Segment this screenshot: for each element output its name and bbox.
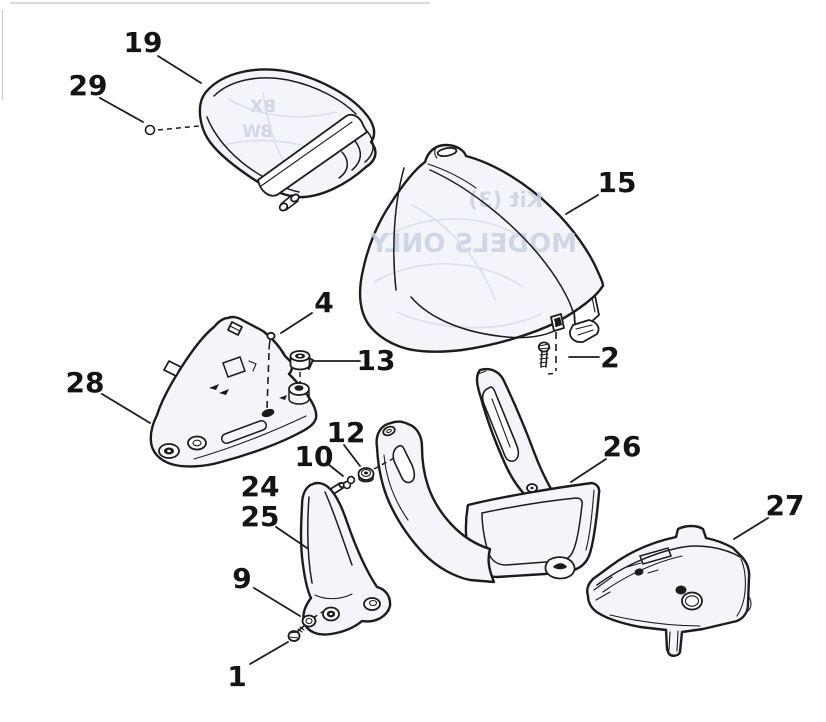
leader-4 <box>280 312 313 334</box>
callout-12: 12 <box>327 416 366 449</box>
part-main-seat: Kit (3) MODELS ONLY <box>358 143 605 353</box>
leader-15 <box>565 194 599 215</box>
leader-29 <box>99 97 144 123</box>
callout-15: 15 <box>598 166 637 199</box>
screw-4 <box>266 331 276 409</box>
callout-24: 24 <box>241 470 280 503</box>
callout-2: 2 <box>600 341 619 374</box>
watermark-models-only: MODELS ONLY <box>369 229 577 259</box>
leader-28 <box>101 393 151 424</box>
callout-13: 13 <box>357 344 396 377</box>
leader-1 <box>249 641 289 665</box>
part-seat-mount-tab <box>569 290 600 344</box>
washer-9 <box>301 610 325 628</box>
callout-9: 9 <box>232 562 251 595</box>
grommet-13 <box>289 350 311 384</box>
bolt-1 <box>287 624 306 642</box>
leader-12 <box>343 444 361 467</box>
callout-28: 28 <box>66 366 105 399</box>
screw-2 <box>537 320 558 375</box>
part-support-bracket <box>375 367 601 584</box>
leader-25 <box>275 526 308 549</box>
washer-10 <box>342 475 356 490</box>
callout-19: 19 <box>124 26 163 59</box>
callout-26: 26 <box>603 430 642 463</box>
leader-27 <box>733 517 769 540</box>
part-seat-pan <box>586 524 752 657</box>
callout-10: 10 <box>295 440 334 473</box>
part-pillion-seat: BX BW <box>198 68 377 212</box>
watermark-bw: BW <box>242 122 273 142</box>
nut-12 <box>357 456 397 483</box>
part-pivot-arm <box>299 481 392 636</box>
callout-29: 29 <box>69 69 108 102</box>
leader-19 <box>157 55 202 84</box>
leader-10 <box>327 463 344 477</box>
callout-27: 27 <box>766 489 805 522</box>
callout-25: 25 <box>241 500 280 533</box>
eyelet-29 <box>144 124 200 136</box>
callout-4: 4 <box>314 286 333 319</box>
leader-9 <box>253 587 301 617</box>
part-mount-plate <box>149 315 318 468</box>
callout-1: 1 <box>227 660 246 693</box>
watermark-bx: BX <box>250 97 276 117</box>
leader-26 <box>570 458 607 483</box>
